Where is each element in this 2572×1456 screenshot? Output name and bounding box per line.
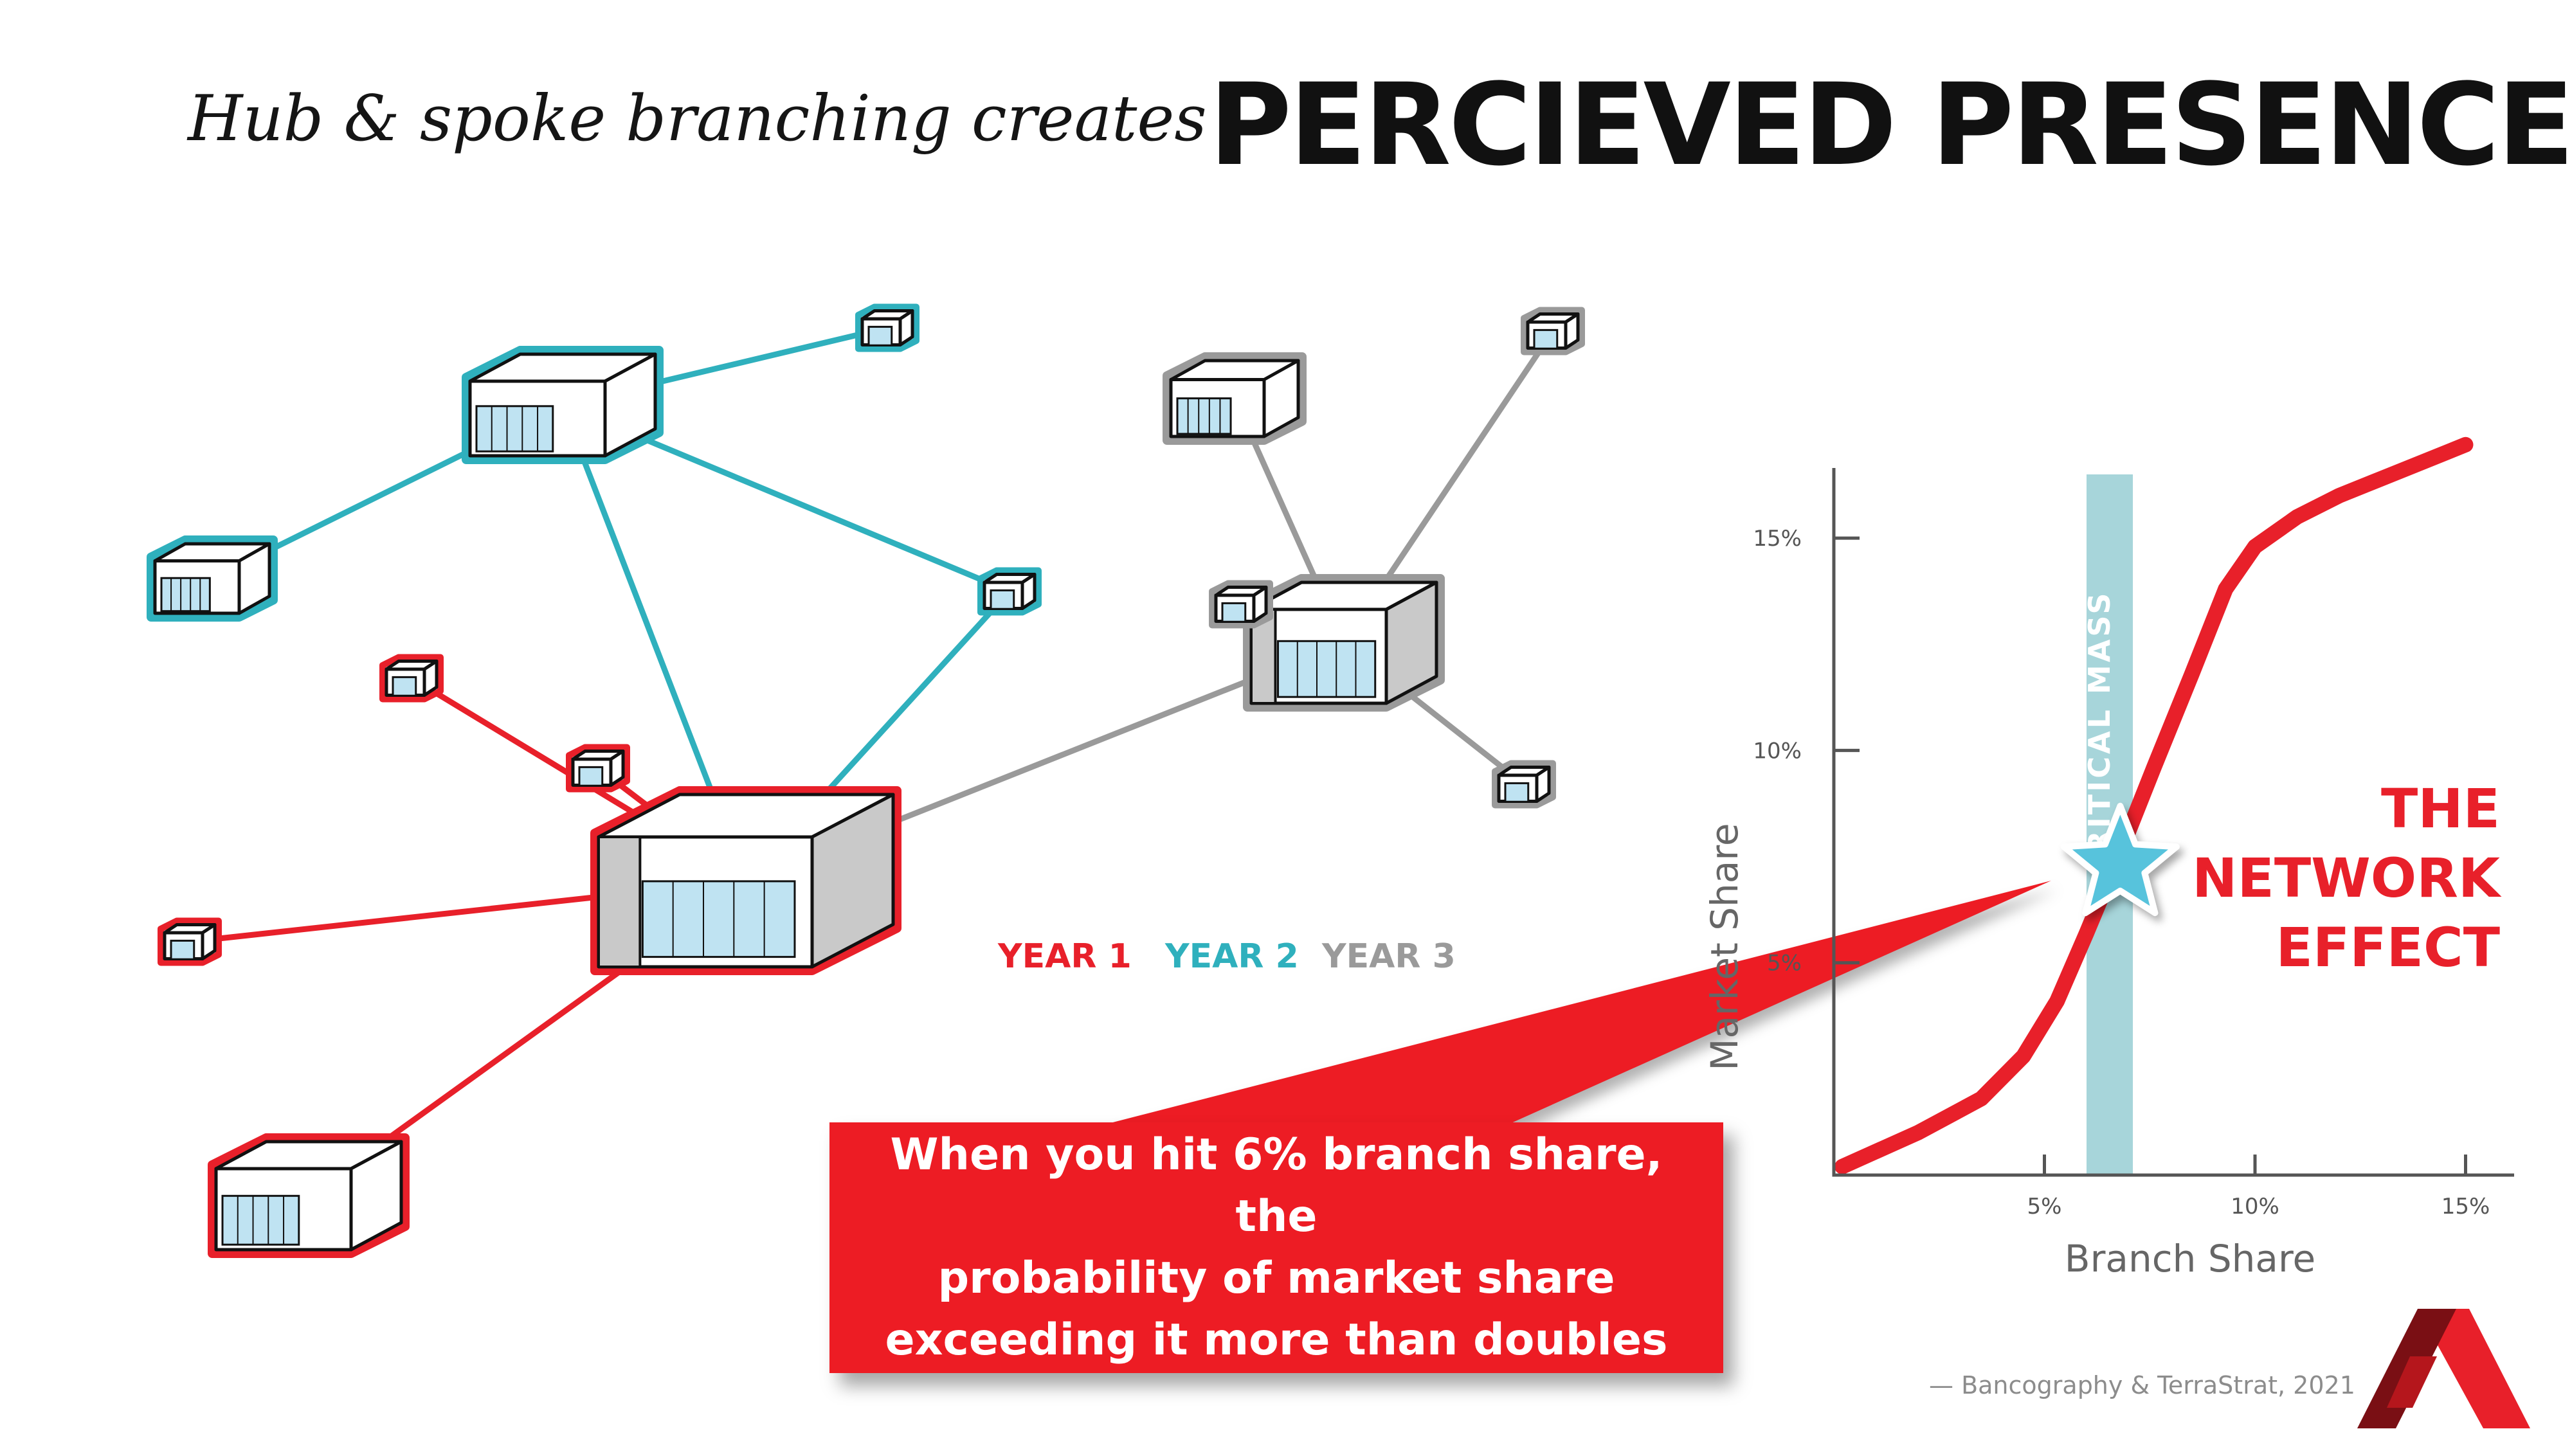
callout-box: When you hit 6% branch share, the probab… <box>829 1122 1723 1373</box>
network-effect-line-3: EFFECT <box>2276 916 2500 979</box>
chart-axes <box>1832 468 2514 1177</box>
callout-line-1: When you hit 6% branch share, the <box>890 1129 1663 1242</box>
legend-year-2: YEAR 2 <box>1165 937 1299 976</box>
axis-lines <box>1832 468 2514 1177</box>
x-tick-label: 10% <box>2231 1194 2279 1219</box>
network-effect-line-1: THE <box>2381 777 2500 840</box>
building-icon <box>208 1133 410 1258</box>
building-icon <box>590 786 901 975</box>
x-tick-label: 15% <box>2441 1194 2490 1219</box>
y-axis-ticks: 5% 10% 15% <box>1753 526 1860 976</box>
x-axis-ticks: 5% 10% 15% <box>2027 1155 2490 1219</box>
building-icon <box>1243 574 1445 712</box>
source-credit: — Bancography & TerraStrat, 2021 <box>1929 1371 2355 1399</box>
building-icon <box>1492 760 1556 809</box>
building-icon <box>147 535 278 622</box>
y-tick-label: 10% <box>1753 738 1802 764</box>
building-icon <box>158 917 222 966</box>
building-icon <box>379 654 444 703</box>
building-icon <box>855 303 919 352</box>
x-tick-label: 5% <box>2027 1194 2062 1219</box>
title-headline: PERCIEVED PRESENCE <box>1209 59 2572 191</box>
legend-year-3: YEAR 3 <box>1322 937 1456 976</box>
y-tick-label: 15% <box>1753 526 1802 552</box>
network-effect-curve <box>1834 436 2474 1174</box>
building-icon <box>1521 307 1585 355</box>
building-icon <box>1163 352 1307 445</box>
network-nodes <box>147 303 1585 1258</box>
title-intro: Hub & spoke branching creates <box>188 82 1207 156</box>
callout-line-2: probability of market share <box>937 1253 1615 1304</box>
building-icon <box>977 567 1042 616</box>
branch-network-diagram <box>147 303 1585 1258</box>
y-tick-label: 5% <box>1767 951 1802 976</box>
network-effect-label: THE NETWORK EFFECT <box>2192 774 2500 982</box>
callout-line-3: exceeding it more than doubles <box>885 1315 1668 1365</box>
x-axis-label: Branch Share <box>2065 1237 2315 1281</box>
building-icon <box>566 744 630 793</box>
network-effect-line-2: NETWORK <box>2192 847 2500 910</box>
legend-year-1: YEAR 1 <box>998 937 1132 976</box>
building-icon <box>1209 580 1273 629</box>
y-axis-label: Market Share <box>1703 823 1746 1070</box>
star-icon <box>2060 802 2180 917</box>
building-icon <box>462 346 664 464</box>
